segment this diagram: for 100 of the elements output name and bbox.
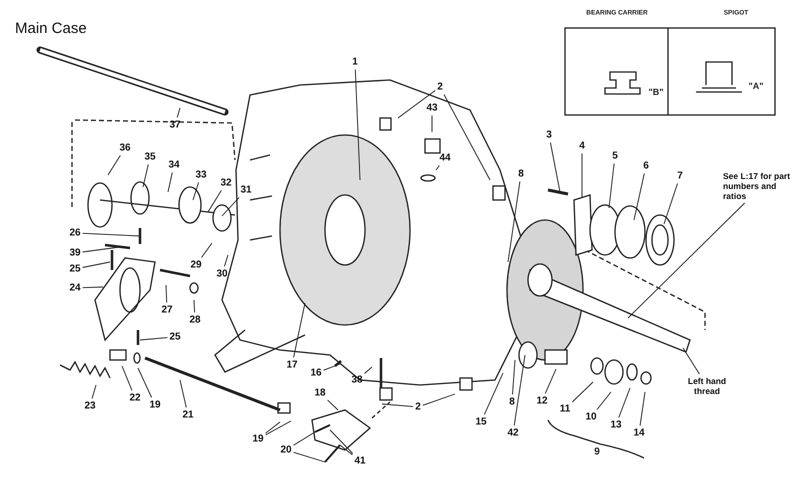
callout-number: 25: [69, 264, 81, 274]
leader-line: [265, 420, 292, 436]
leader-line: [222, 197, 240, 216]
leader-line: [608, 163, 615, 208]
leader-line: [293, 452, 326, 462]
leader-line: [122, 366, 132, 391]
callout-number: 18: [314, 388, 326, 398]
callout-number: 42: [507, 428, 519, 438]
callout-number: 37: [169, 120, 181, 130]
leader-line: [293, 302, 306, 358]
leader-line: [444, 94, 490, 180]
callout-number: 23: [84, 400, 96, 412]
note-text: Left hand thread: [681, 376, 733, 396]
callout-number: 26: [69, 228, 81, 238]
callout-number: 38: [351, 374, 363, 386]
callout-number: 5: [612, 150, 618, 162]
diagram-title: Main Case: [15, 20, 87, 37]
leader-line: [323, 364, 340, 371]
callout-number: 36: [119, 142, 131, 154]
leader-line: [436, 165, 440, 170]
callout-number: 3: [546, 130, 552, 140]
leader-line: [82, 246, 120, 252]
callout-number: 35: [144, 152, 156, 162]
leader-line: [201, 242, 212, 258]
leader-line: [550, 142, 560, 192]
callout-number: "A": [748, 81, 764, 91]
leader-line: [82, 286, 104, 288]
callout-number: 8: [509, 396, 515, 408]
callout-number: 6: [643, 160, 649, 172]
callout-number: 39: [69, 248, 81, 258]
leader-line: [192, 182, 200, 200]
callout-number: 25: [169, 332, 181, 342]
leader-line: [142, 164, 149, 188]
leader-line: [572, 382, 594, 402]
leader-line: [508, 181, 520, 262]
leader-line: [138, 368, 152, 398]
callout-number: 14: [633, 428, 645, 438]
callout-number: 16: [310, 368, 322, 378]
callout-number: 28: [189, 314, 201, 326]
callout-number: 7: [677, 170, 683, 182]
callout-number: 11: [560, 404, 570, 414]
leader-line: [265, 422, 280, 434]
callout-number: 32: [220, 178, 232, 188]
leader-line: [82, 262, 110, 268]
callout-number: 34: [168, 160, 180, 170]
note-text: See L:17 for part numbers and ratios: [723, 171, 800, 201]
leader-line: [176, 108, 180, 118]
leader-line: [364, 366, 372, 374]
leader-line: [664, 183, 678, 224]
leader-line: [208, 190, 222, 212]
callout-number: "B": [648, 87, 664, 97]
leader-line: [640, 392, 646, 426]
leader-line: [544, 368, 556, 394]
callout-number: 22: [129, 392, 141, 404]
leader-line: [512, 360, 516, 395]
callout-number: 12: [536, 396, 548, 406]
leader-line: [340, 444, 353, 456]
leader-line: [140, 337, 168, 340]
leader-line: [180, 380, 187, 408]
callout-number: 20: [280, 444, 292, 456]
leader-line: [628, 202, 746, 318]
callout-number: 15: [475, 416, 487, 428]
callout-number: 33: [195, 170, 207, 180]
leader-line: [108, 155, 121, 176]
callout-number: 10: [585, 412, 597, 422]
leader-line: [330, 430, 354, 454]
callout-number: 2: [437, 82, 443, 92]
callout-number: 9: [594, 446, 600, 458]
leader-line: [168, 172, 173, 192]
leader-line: [194, 300, 196, 313]
leader-line: [618, 388, 630, 418]
leader-line: [382, 404, 414, 408]
leader-line: [327, 400, 338, 410]
callout-number: 44: [439, 152, 451, 164]
leader-line: [224, 254, 228, 267]
leader-line: [682, 348, 700, 374]
leader-line: [514, 354, 526, 426]
callout-number: 2: [415, 402, 421, 412]
leader-line: [293, 432, 316, 446]
callout-number: 19: [149, 400, 161, 410]
callout-number: 13: [610, 420, 622, 430]
leader-line: [484, 372, 504, 415]
leader-line: [634, 173, 645, 220]
callout-number: 17: [286, 360, 298, 370]
callout-number: 21: [182, 410, 194, 420]
callout-number: 1: [352, 56, 358, 68]
callout-number: 41: [354, 456, 366, 466]
callout-number: 24: [69, 282, 81, 294]
leader-line: [398, 90, 436, 118]
callout-number: 8: [518, 168, 524, 180]
callout-number: 29: [190, 260, 202, 270]
leader-line: [166, 284, 168, 303]
callout-number: 27: [161, 304, 173, 316]
leader-line: [596, 392, 612, 410]
leader-line: [82, 232, 140, 236]
leader-line: [422, 394, 456, 406]
callout-number: 43: [426, 102, 438, 114]
callout-number: 30: [216, 268, 228, 280]
leader-line: [354, 69, 360, 180]
callout-number: 31: [240, 184, 252, 196]
